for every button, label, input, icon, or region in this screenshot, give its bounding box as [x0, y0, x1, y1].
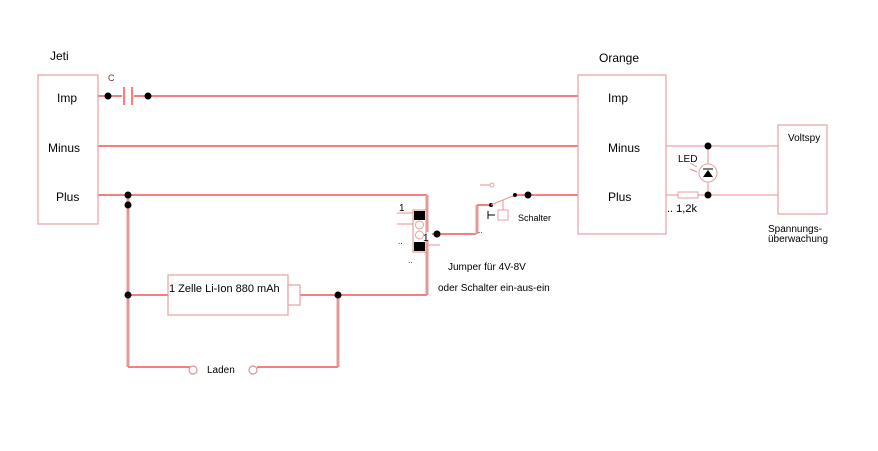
orange-box [577, 74, 667, 235]
battery-label: 1 Zelle Li-Ion 880 mAh [169, 283, 280, 295]
node [704, 142, 712, 150]
orange-pin-plus: Plus [608, 190, 631, 204]
charge-terminal-right [248, 365, 258, 375]
voltspy-title: Voltspy [788, 133, 820, 144]
voltspy-caption-1: Spannungs- [768, 224, 822, 235]
node [124, 191, 132, 199]
capacitor: C [104, 73, 152, 105]
battery-terminal [287, 284, 301, 306]
led-indicator: LED [678, 142, 718, 199]
jeti-title: Jeti [50, 49, 69, 63]
led-arrow-icon [689, 162, 698, 168]
voltspy-caption-2: überwachung [768, 234, 828, 245]
jumper-pin-open [415, 230, 424, 240]
jumper-caption-1: Jumper für 4V-8V [448, 262, 526, 273]
resistor: .. 1,2k [667, 191, 699, 215]
led-label: LED [678, 154, 697, 165]
node [144, 92, 152, 100]
orange-title: Orange [599, 51, 639, 65]
jumper-dots-left: .. [398, 237, 402, 246]
switch-label: Schalter [518, 213, 551, 223]
orange-module: Orange Imp Minus Plus [577, 51, 667, 235]
switch-contact [513, 193, 517, 197]
capacitor-label: C [108, 73, 115, 83]
jeti-pin-imp: Imp [57, 91, 77, 105]
switch-contact-open [489, 182, 495, 188]
wires [98, 95, 778, 368]
resistor-label: .. 1,2k [667, 203, 697, 215]
node [124, 291, 132, 299]
charge-port: Laden [188, 365, 258, 376]
jumper-dots-bottom: .. [408, 256, 412, 265]
voltspy-module: Voltspy Spannungs- überwachung [768, 124, 828, 245]
resistor-body [677, 191, 699, 199]
jumper-pin-filled [414, 211, 425, 220]
node [524, 191, 532, 199]
jumper-pin-open [415, 220, 424, 230]
jumper-pin-label: 1 [399, 203, 405, 214]
battery-body [167, 274, 289, 316]
node [334, 291, 342, 299]
jumper-side-label: 1 [423, 233, 429, 244]
charge-terminal-left [188, 365, 198, 375]
jumper-caption-2: oder Schalter ein-aus-ein [438, 283, 550, 294]
battery: 1 Zelle Li-Ion 880 mAh [167, 274, 301, 316]
switch-button [497, 209, 509, 221]
led-diode-icon [703, 170, 713, 177]
voltspy-box [777, 124, 828, 215]
jeti-pin-minus: Minus [48, 141, 80, 155]
orange-pin-minus: Minus [608, 141, 640, 155]
jumper-header: 1 1 .. .. Jumper für 4V-8V oder Schalter… [397, 203, 550, 294]
node [704, 191, 712, 199]
switch-dots: .. [478, 226, 482, 235]
orange-pin-imp: Imp [608, 91, 628, 105]
jeti-box [37, 74, 99, 225]
jeti-module: Jeti Imp Minus Plus [37, 49, 99, 225]
led-arrow-icon [689, 168, 698, 173]
charge-label: Laden [207, 365, 235, 376]
jeti-pin-plus: Plus [56, 190, 79, 204]
jumper-pin-filled [414, 242, 425, 251]
node [104, 92, 112, 100]
switch: Schalter .. [478, 182, 551, 235]
node [124, 201, 132, 209]
node [433, 230, 441, 238]
